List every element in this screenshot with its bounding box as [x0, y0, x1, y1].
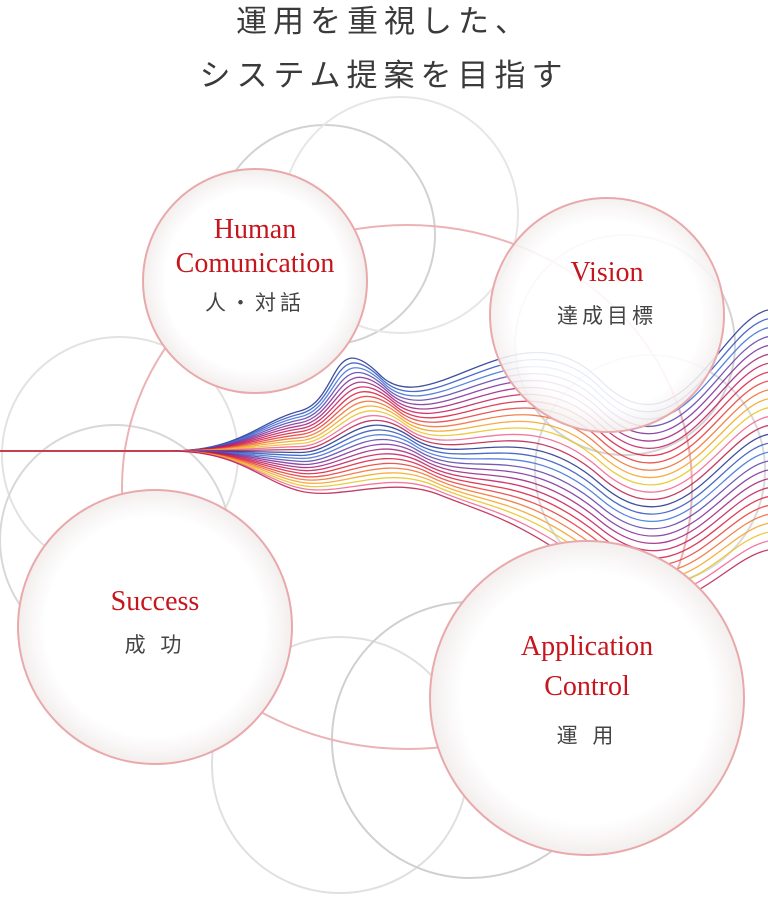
- wave-line: [0, 429, 768, 515]
- human-circle: [142, 168, 368, 394]
- wave-line: [0, 438, 768, 530]
- wave-line: [0, 398, 768, 479]
- vision-circle: [489, 197, 725, 433]
- wave-line: [0, 443, 768, 537]
- node-application-title-2: Control: [544, 671, 630, 702]
- node-human: Human Comunication 人・対話: [143, 213, 367, 317]
- wave-line: [0, 353, 768, 452]
- node-circles: [17, 168, 745, 856]
- wave-line: [0, 450, 768, 559]
- wave-line: [0, 407, 768, 486]
- wave-line: [0, 414, 768, 493]
- node-success-title: Success: [110, 586, 200, 617]
- wave-line: [0, 448, 768, 545]
- node-success: Success 成 功: [18, 585, 292, 659]
- wave-line: [0, 450, 768, 552]
- application-circle: [429, 540, 745, 856]
- headline-line-1: 運用を重視した、: [236, 4, 532, 40]
- wave-line: [0, 380, 768, 464]
- wave-line: [0, 327, 768, 452]
- node-application-sub: 運 用: [556, 724, 618, 748]
- node-application-title-1: Application: [520, 631, 654, 662]
- wave-line: [0, 336, 768, 452]
- node-success-sub: 成 功: [124, 633, 186, 657]
- wave-line: [0, 424, 768, 508]
- wave-line: [0, 450, 768, 567]
- node-vision-title: Vision: [570, 257, 644, 288]
- wave-line: [0, 344, 768, 452]
- node-human-sub: 人・対話: [205, 291, 305, 315]
- node-human-title-2: Comunication: [175, 248, 335, 279]
- wave-line: [0, 371, 768, 457]
- wave-line: [0, 419, 768, 501]
- node-vision: Vision 達成目標: [490, 256, 724, 330]
- wave-line: [0, 389, 768, 471]
- center-ellipse: [121, 224, 693, 750]
- wave-line: [0, 434, 768, 523]
- node-application: Application Control 運 用: [430, 630, 744, 750]
- node-human-title-1: Human: [213, 214, 297, 245]
- node-vision-sub: 達成目標: [557, 304, 657, 328]
- wave-lines: [0, 309, 768, 603]
- success-circle: [17, 489, 293, 765]
- wave-line: [0, 362, 768, 452]
- headline-line-2: システム提案を目指す: [199, 58, 569, 94]
